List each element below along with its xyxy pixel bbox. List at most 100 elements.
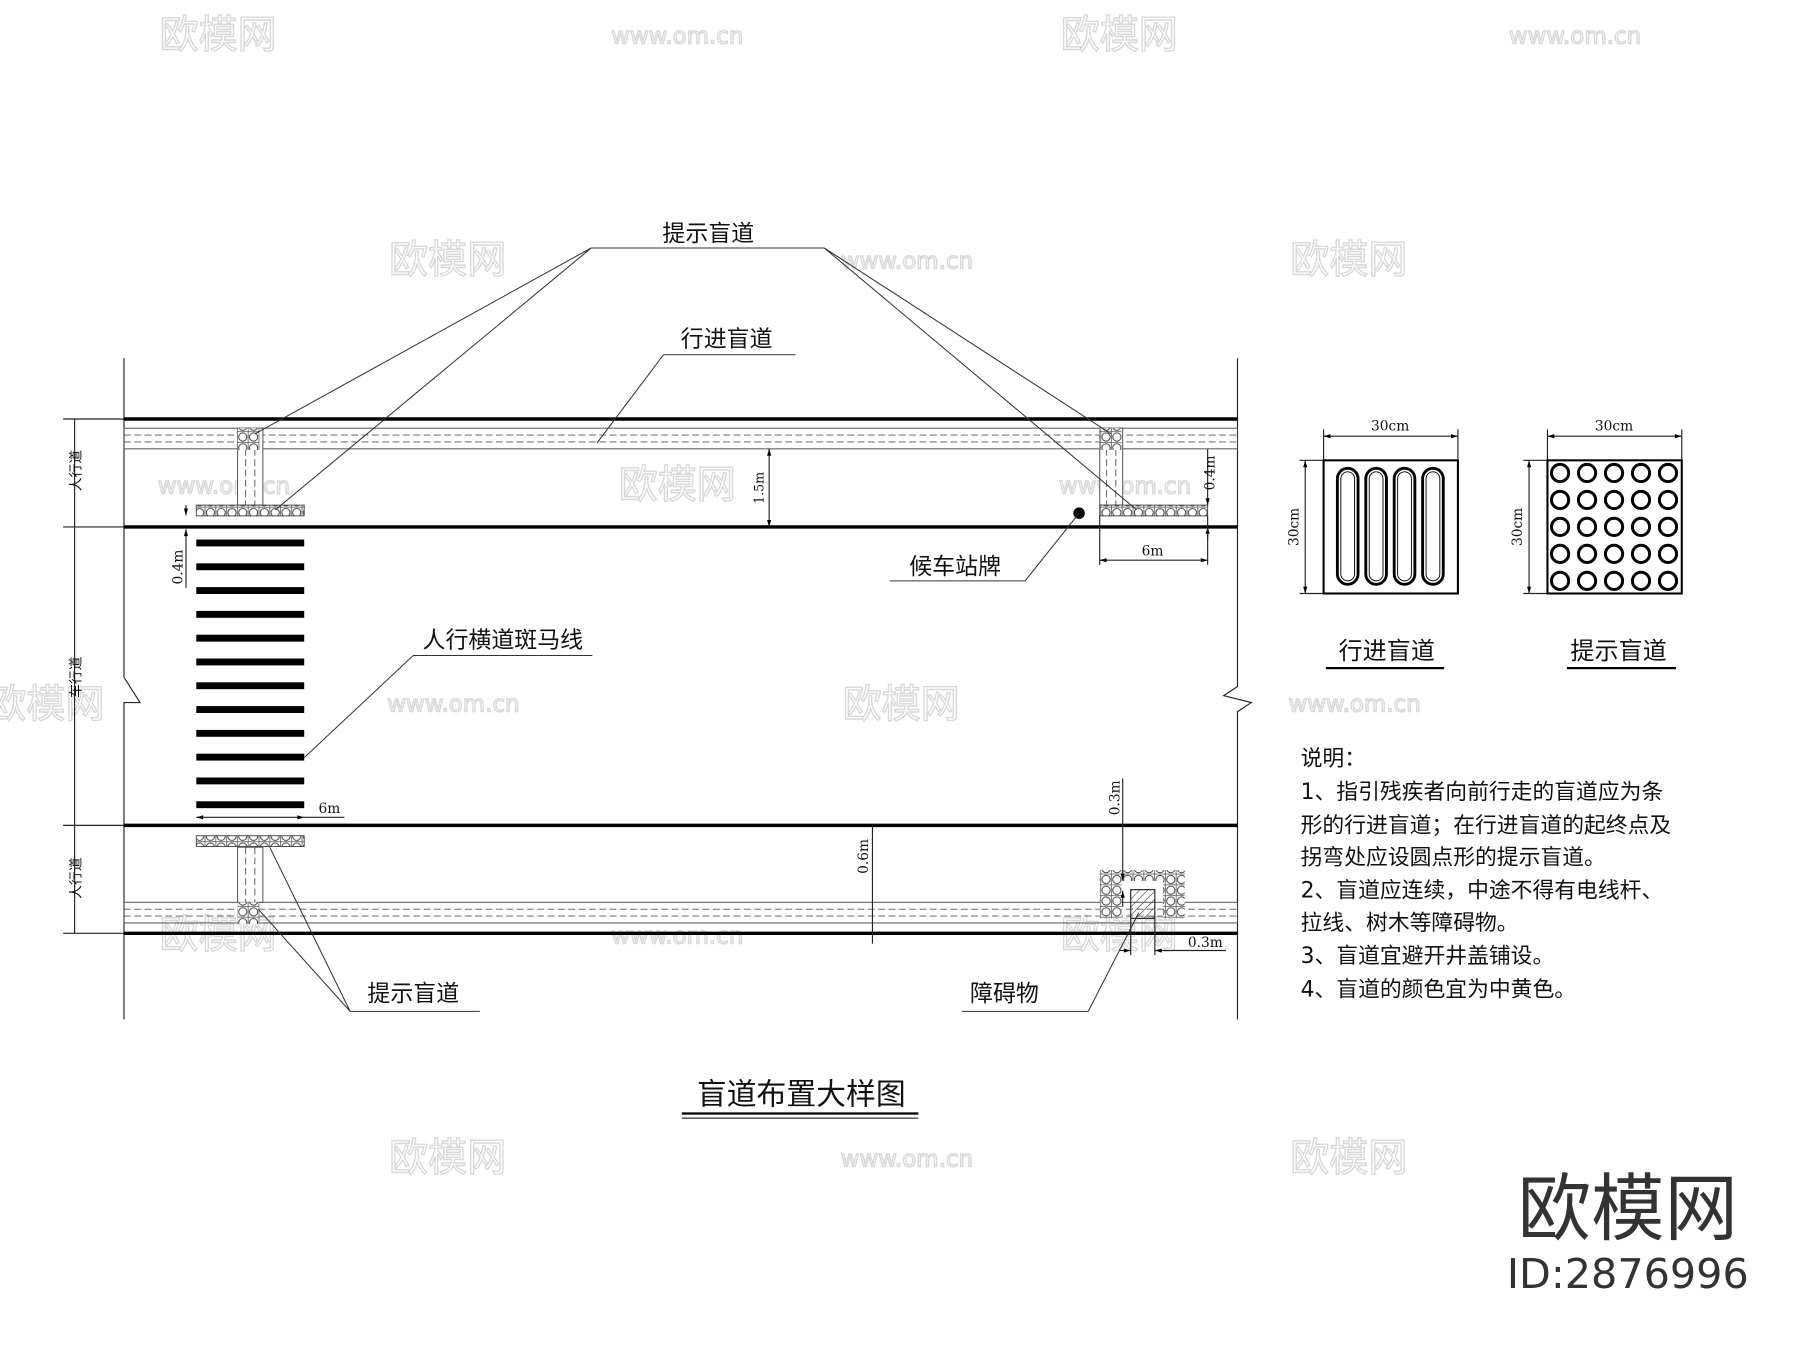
label-warning-bottom: 提示盲道 (367, 981, 459, 1007)
warning-dot (1630, 570, 1652, 591)
obstacle (1130, 889, 1156, 919)
callouts: 提示盲道 行进盲道 候车站牌 人行横道斑马线 提示盲道 障碍物 盲道布置大样图 (254, 221, 1140, 1119)
guide-bar-inner (1425, 471, 1441, 582)
warning-dot (1657, 516, 1679, 538)
zebra-stripe (196, 729, 305, 737)
label-obstacle: 障碍物 (970, 981, 1039, 1007)
zebra-stripe (196, 539, 305, 547)
svg-text:0.3m: 0.3m (1188, 935, 1223, 951)
svg-text:车行道: 车行道 (67, 656, 84, 698)
warning-dot (1630, 462, 1652, 484)
svg-text:ID:2876996: ID:2876996 (1507, 1250, 1749, 1298)
guide-strip-bottom (123, 901, 1238, 924)
guide-strip-top (123, 427, 1238, 450)
warning-dot (1657, 489, 1679, 511)
zebra-stripe (196, 706, 305, 713)
label-bus-stop: 候车站牌 (909, 554, 1001, 580)
svg-text:欧模网: 欧模网 (1518, 1167, 1738, 1252)
warning-dot (1603, 570, 1625, 591)
warning-strip (1099, 504, 1209, 517)
svg-text:www.om.cn: www.om.cn (611, 24, 743, 50)
svg-text:www.om.cn: www.om.cn (1059, 474, 1191, 500)
svg-text:人行道: 人行道 (68, 857, 84, 899)
warning-strip (195, 835, 305, 847)
svg-text:30cm: 30cm (1286, 508, 1302, 546)
warning-dot (1657, 543, 1679, 564)
svg-text:欧模网: 欧模网 (1290, 238, 1407, 283)
note-line: 形的行进盲道；在行进盲道的起终点及 (1301, 813, 1672, 838)
warning-dot (1549, 570, 1571, 591)
svg-text:0.6m: 0.6m (856, 839, 872, 874)
zebra-stripe (196, 610, 305, 618)
svg-text:提示盲道: 提示盲道 (1570, 637, 1666, 665)
label-warning-top: 提示盲道 (662, 221, 754, 247)
guide-bar-inner (1397, 471, 1412, 582)
svg-text:欧模网: 欧模网 (1061, 13, 1178, 58)
svg-text:www.om.cn: www.om.cn (841, 249, 973, 275)
zebra-stripe (196, 682, 305, 690)
zebra-stripe (196, 658, 305, 666)
svg-text:6m: 6m (319, 801, 341, 817)
warning-dot (1657, 570, 1679, 591)
warning-dot (1549, 543, 1571, 564)
obstacle-detour (1099, 870, 1185, 919)
svg-text:www.om.cn: www.om.cn (387, 692, 519, 718)
guide-tile (1322, 459, 1459, 595)
guide-bar-inner (1340, 471, 1356, 582)
warning-dot (1603, 516, 1625, 538)
zebra-stripe (196, 563, 305, 571)
zebra-stripe (196, 801, 305, 809)
svg-text:0.4m: 0.4m (1203, 455, 1219, 490)
svg-text:30cm: 30cm (1595, 418, 1633, 434)
svg-text:欧模网: 欧模网 (619, 463, 736, 508)
guide-bar (1392, 466, 1417, 586)
brand-watermark: 欧模网 ID:2876996 (1507, 1167, 1749, 1298)
zebra-crossing (196, 539, 305, 809)
note-line: 拐弯处应设圆点形的提示盲道。 (1301, 845, 1606, 870)
zebra-stripe (196, 634, 305, 642)
svg-text:www.om.cn: www.om.cn (841, 1146, 973, 1172)
warning-dot (1576, 543, 1598, 564)
svg-text:1.5m: 1.5m (751, 472, 766, 504)
svg-text:0.4m: 0.4m (171, 550, 187, 585)
guide-bar-inner (1368, 471, 1384, 582)
warning-dot (1657, 462, 1679, 484)
tile-details: 30cm 30cm 行进盲道 30cm 30cm 提示盲道 (1286, 418, 1683, 670)
note-line: 2、盲道应连续，中途不得有电线杆、 (1301, 879, 1664, 904)
warning-strip (195, 504, 305, 517)
svg-text:www.om.cn: www.om.cn (158, 474, 290, 500)
svg-text:欧模网: 欧模网 (843, 682, 960, 727)
label-zebra: 人行横道斑马线 (423, 627, 584, 653)
drawing-title: 盲道布置大样图 (697, 1077, 906, 1112)
warning-dot (1630, 543, 1652, 564)
warning-dot (1576, 570, 1598, 591)
svg-text:www.om.cn: www.om.cn (1509, 24, 1641, 50)
notes-heading: 说明： (1301, 747, 1366, 772)
warning-dot (1576, 462, 1598, 484)
svg-text:30cm: 30cm (1371, 418, 1409, 434)
note-line: 1、指引残疾者向前行走的盲道应为条 (1301, 780, 1664, 805)
guide-bar (1421, 466, 1445, 586)
warning-dot (1630, 516, 1652, 538)
note-line: 4、盲道的颜色宜为中黄色。 (1301, 977, 1576, 1002)
zebra-stripe (196, 777, 305, 785)
zebra-stripe (196, 587, 305, 595)
notes: 说明： 1、指引残疾者向前行走的盲道应为条 形的行进盲道；在行进盲道的起终点及 … (1301, 747, 1672, 1003)
note-line: 拉线、树木等障碍物。 (1301, 911, 1519, 936)
guide-bar (1335, 466, 1360, 586)
svg-text:www.om.cn: www.om.cn (1288, 692, 1420, 718)
svg-text:www.om.cn: www.om.cn (611, 924, 743, 950)
warning-dot (1549, 489, 1571, 511)
svg-text:欧模网: 欧模网 (389, 1136, 506, 1181)
warning-dot (1630, 489, 1652, 511)
warning-dot (1603, 543, 1625, 564)
warning-dot (1603, 489, 1625, 511)
watermark-pattern: 欧模网 www.om.cn 欧模网 www.om.cn 欧模网 www.om.c… (0, 13, 1642, 1182)
warning-dot (1549, 462, 1571, 484)
svg-text:0.3m: 0.3m (1107, 780, 1123, 815)
svg-text:欧模网: 欧模网 (1290, 1136, 1407, 1181)
label-guide-top: 行进盲道 (681, 327, 773, 353)
svg-text:欧模网: 欧模网 (160, 13, 277, 58)
svg-text:欧模网: 欧模网 (389, 238, 506, 283)
